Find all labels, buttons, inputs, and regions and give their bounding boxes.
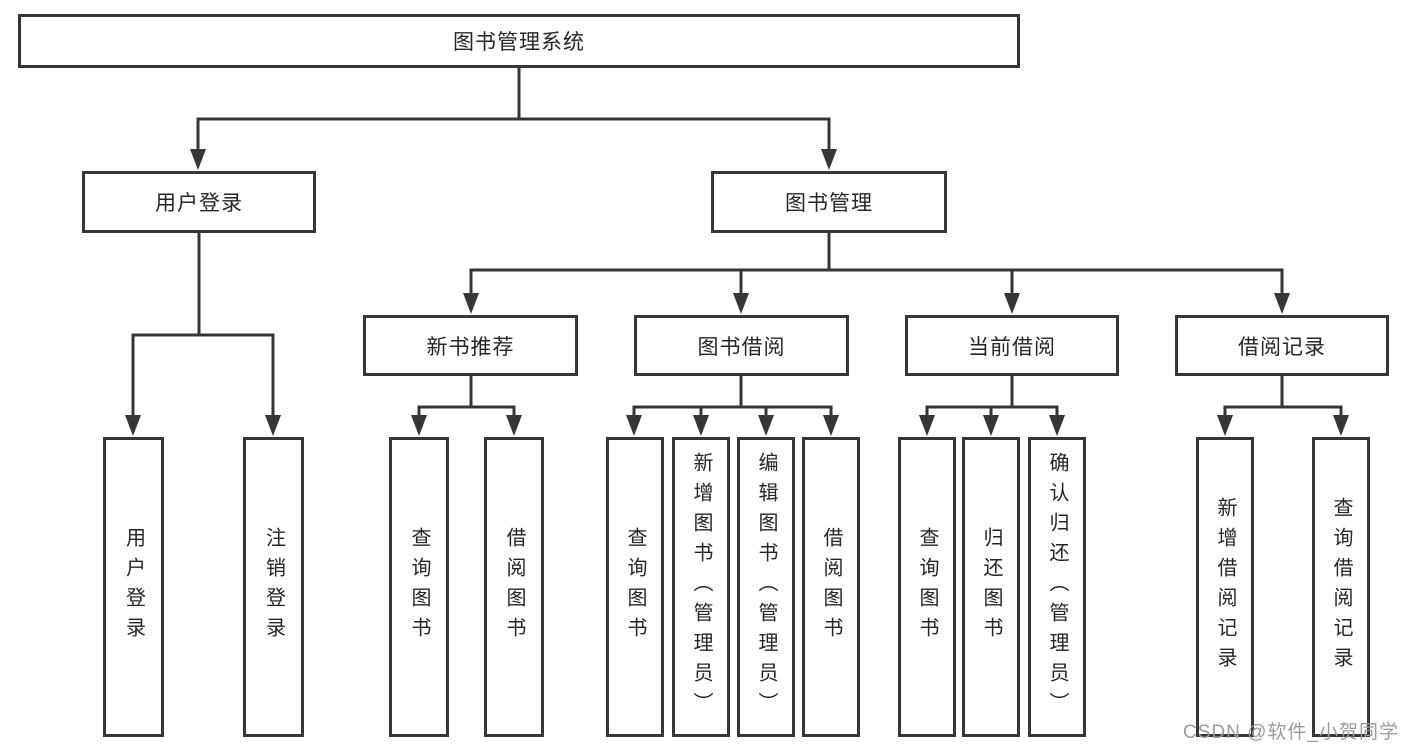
leaf-logout: 注销登录 <box>243 437 304 737</box>
node-current-borrow: 当前借阅 <box>905 315 1119 376</box>
leaf-label: 查询图书 <box>408 527 430 647</box>
node-book-borrow: 图书借阅 <box>634 315 849 376</box>
node-borrow-records: 借阅记录 <box>1175 315 1389 376</box>
leaf-cb-return-books: 归还图书 <box>962 437 1020 737</box>
leaf-label: 查询借阅记录 <box>1330 497 1352 677</box>
leaf-label: 借阅图书 <box>503 527 525 647</box>
node-label: 图书管理 <box>785 192 873 215</box>
leaf-bb-add-books-admin: 新增图书（管理员） <box>672 437 730 737</box>
leaf-user-login: 用户登录 <box>103 437 164 737</box>
leaf-label: 用户登录 <box>122 527 145 647</box>
node-new-book-recommend: 新书推荐 <box>363 315 578 376</box>
leaf-nbr-query-books: 查询图书 <box>389 437 449 737</box>
leaf-bb-edit-books-admin: 编辑图书（管理员） <box>737 437 795 737</box>
leaf-label: 查询图书 <box>624 527 646 647</box>
node-label: 用户登录 <box>155 192 243 215</box>
leaf-label: 归还图书 <box>980 527 1002 647</box>
node-label: 图书借阅 <box>697 335 786 359</box>
node-label: 新书推荐 <box>426 335 515 359</box>
node-user-login: 用户登录 <box>82 171 316 233</box>
leaf-label: 借阅图书 <box>820 527 842 647</box>
leaf-br-add-borrow-record: 新增借阅记录 <box>1196 437 1254 737</box>
leaf-bb-query-books: 查询图书 <box>606 437 664 737</box>
node-root: 图书管理系统 <box>18 14 1020 68</box>
leaf-label: 查询图书 <box>916 527 938 647</box>
leaf-bb-borrow-books: 借阅图书 <box>802 437 860 737</box>
leaf-label: 新增借阅记录 <box>1214 497 1236 677</box>
leaf-cb-query-books: 查询图书 <box>898 437 956 737</box>
csdn-watermark: CSDN @软件_小贺同学 <box>1183 722 1399 743</box>
leaf-cb-confirm-return-admin: 确认归还（管理员） <box>1028 437 1086 737</box>
node-book-management: 图书管理 <box>711 171 947 233</box>
leaf-label: 确认归还（管理员） <box>1046 452 1068 722</box>
node-label: 当前借阅 <box>968 335 1056 359</box>
leaf-br-query-borrow-record: 查询借阅记录 <box>1312 437 1370 737</box>
node-label: 借阅记录 <box>1238 335 1326 359</box>
leaf-label: 注销登录 <box>262 527 285 647</box>
leaf-label: 新增图书（管理员） <box>690 452 712 722</box>
node-label: 图书管理系统 <box>453 31 585 54</box>
leaf-label: 编辑图书（管理员） <box>755 452 777 722</box>
leaf-nbr-borrow-books: 借阅图书 <box>484 437 544 737</box>
